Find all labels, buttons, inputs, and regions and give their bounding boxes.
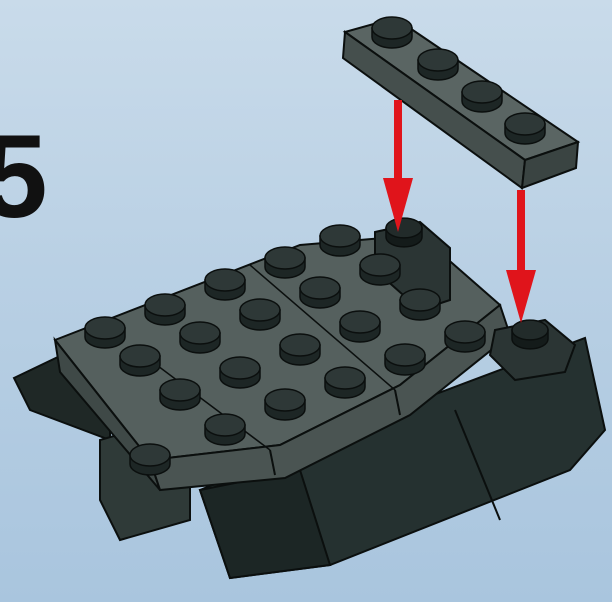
- stud: [340, 311, 380, 342]
- arrow-right: [506, 190, 536, 323]
- stud: [120, 345, 160, 376]
- stud: [240, 299, 280, 330]
- stud: [400, 289, 440, 320]
- stud: [220, 357, 260, 388]
- stud: [265, 247, 305, 278]
- stud: [205, 414, 245, 445]
- stud: [300, 277, 340, 308]
- plate-1x4: [343, 17, 578, 188]
- plate-stud: [418, 49, 458, 80]
- stud: [320, 225, 360, 256]
- stud: [180, 322, 220, 353]
- stud: [145, 294, 185, 325]
- receiver-stud-right: [512, 320, 548, 349]
- stud: [85, 317, 125, 348]
- arrow-left: [383, 100, 413, 232]
- plate-stud: [462, 81, 502, 112]
- stud: [445, 321, 485, 352]
- stud: [280, 334, 320, 365]
- plate-stud: [505, 113, 545, 144]
- stud: [160, 379, 200, 410]
- stud: [130, 444, 170, 475]
- stud: [265, 389, 305, 420]
- plate-stud: [372, 17, 412, 48]
- stud: [385, 344, 425, 375]
- arrow-right-head: [506, 270, 536, 323]
- stud: [325, 367, 365, 398]
- stud: [360, 254, 400, 285]
- receiver-stud-back: [386, 218, 422, 247]
- stud: [205, 269, 245, 300]
